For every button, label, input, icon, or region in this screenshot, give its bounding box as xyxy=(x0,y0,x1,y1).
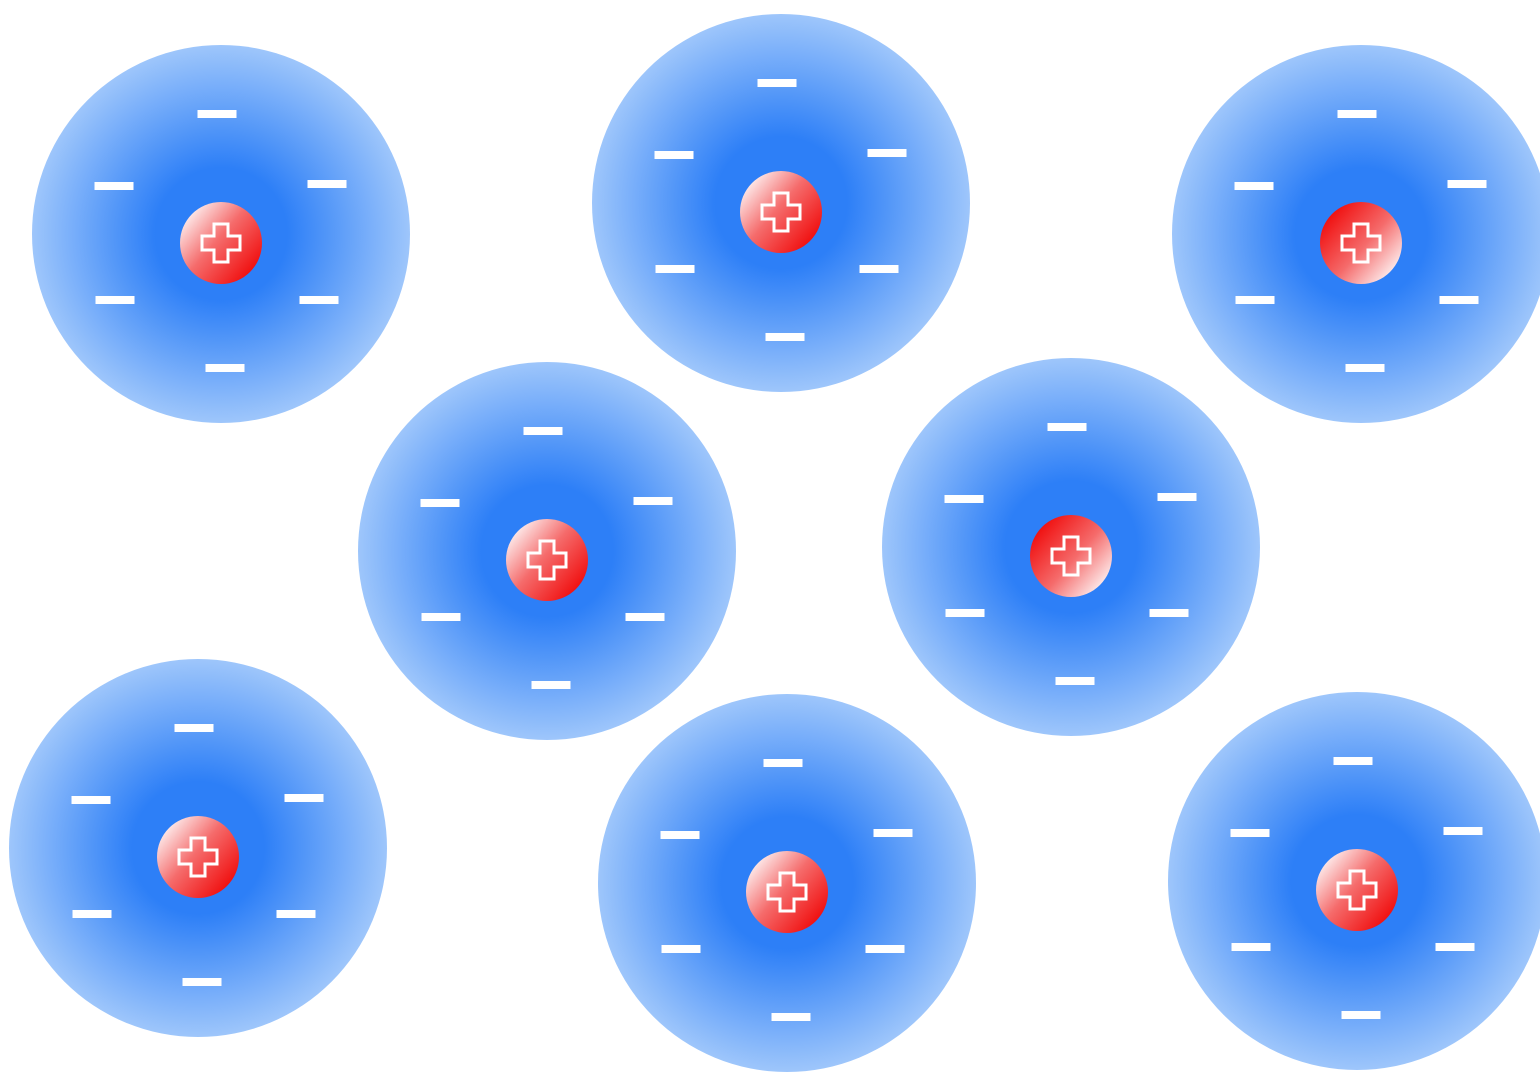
electron-minus-icon-lower-right xyxy=(1440,296,1479,304)
electron-minus-icon-upper-left xyxy=(72,796,111,804)
electron-minus-icon-lower-right xyxy=(626,613,665,621)
electron-minus-icon-top xyxy=(1338,110,1377,118)
electron-minus-icon-lower-right xyxy=(1150,609,1189,617)
electron-minus-icon-upper-right xyxy=(634,497,673,505)
electron-minus-icon-upper-right xyxy=(868,149,907,157)
electron-minus-icon-lower-right xyxy=(1436,943,1475,951)
atom-8 xyxy=(1168,692,1540,1070)
electron-minus-icon-upper-right xyxy=(1158,493,1197,501)
nucleus xyxy=(180,202,262,284)
electron-minus-icon-top xyxy=(764,759,803,767)
atom-5 xyxy=(882,358,1260,736)
electron-minus-icon-upper-left xyxy=(661,831,700,839)
electron-minus-icon-bottom xyxy=(183,978,222,986)
electron-minus-icon-bottom xyxy=(532,681,571,689)
nucleus xyxy=(1030,515,1112,597)
atom-1 xyxy=(32,45,410,423)
electron-minus-icon-lower-left xyxy=(656,265,695,273)
atom-2 xyxy=(592,14,970,392)
electron-minus-icon-bottom xyxy=(206,364,245,372)
electron-minus-icon-upper-left xyxy=(95,182,134,190)
atom-6 xyxy=(9,659,387,1037)
electron-minus-icon-upper-right xyxy=(874,829,913,837)
electron-minus-icon-bottom xyxy=(766,333,805,341)
electron-minus-icon-lower-right xyxy=(277,910,316,918)
nucleus xyxy=(1320,202,1402,284)
electron-minus-icon-lower-left xyxy=(96,296,135,304)
electron-minus-icon-top xyxy=(198,110,237,118)
electron-minus-icon-bottom xyxy=(1056,677,1095,685)
nucleus xyxy=(746,851,828,933)
electron-minus-icon-lower-right xyxy=(300,296,339,304)
nucleus xyxy=(740,171,822,253)
electron-minus-icon-top xyxy=(1334,757,1373,765)
electron-minus-icon-top xyxy=(175,724,214,732)
electron-minus-icon-lower-left xyxy=(946,609,985,617)
nucleus xyxy=(1316,849,1398,931)
electron-minus-icon-top xyxy=(524,427,563,435)
electron-minus-icon-lower-left xyxy=(73,910,112,918)
electron-minus-icon-lower-left xyxy=(1232,943,1271,951)
electron-minus-icon-upper-left xyxy=(1231,829,1270,837)
electron-minus-icon-top xyxy=(1048,423,1087,431)
electron-minus-icon-upper-left xyxy=(945,495,984,503)
electron-minus-icon-bottom xyxy=(1346,364,1385,372)
electron-minus-icon-upper-left xyxy=(421,499,460,507)
electron-minus-icon-lower-left xyxy=(662,945,701,953)
electron-minus-icon-upper-right xyxy=(1448,180,1487,188)
electron-minus-icon-lower-left xyxy=(1236,296,1275,304)
electron-minus-icon-bottom xyxy=(772,1013,811,1021)
electron-minus-icon-lower-right xyxy=(866,945,905,953)
electron-minus-icon-upper-left xyxy=(1235,182,1274,190)
electron-minus-icon-upper-right xyxy=(308,180,347,188)
electron-minus-icon-top xyxy=(758,79,797,87)
electron-minus-icon-bottom xyxy=(1342,1011,1381,1019)
electron-minus-icon-upper-left xyxy=(655,151,694,159)
electron-minus-icon-lower-right xyxy=(860,265,899,273)
nucleus xyxy=(506,519,588,601)
atom-7 xyxy=(598,694,976,1072)
atom-3 xyxy=(1172,45,1540,423)
electron-minus-icon-upper-right xyxy=(285,794,324,802)
nucleus xyxy=(157,816,239,898)
electron-minus-icon-lower-left xyxy=(422,613,461,621)
atom-4 xyxy=(358,362,736,740)
electron-minus-icon-upper-right xyxy=(1444,827,1483,835)
